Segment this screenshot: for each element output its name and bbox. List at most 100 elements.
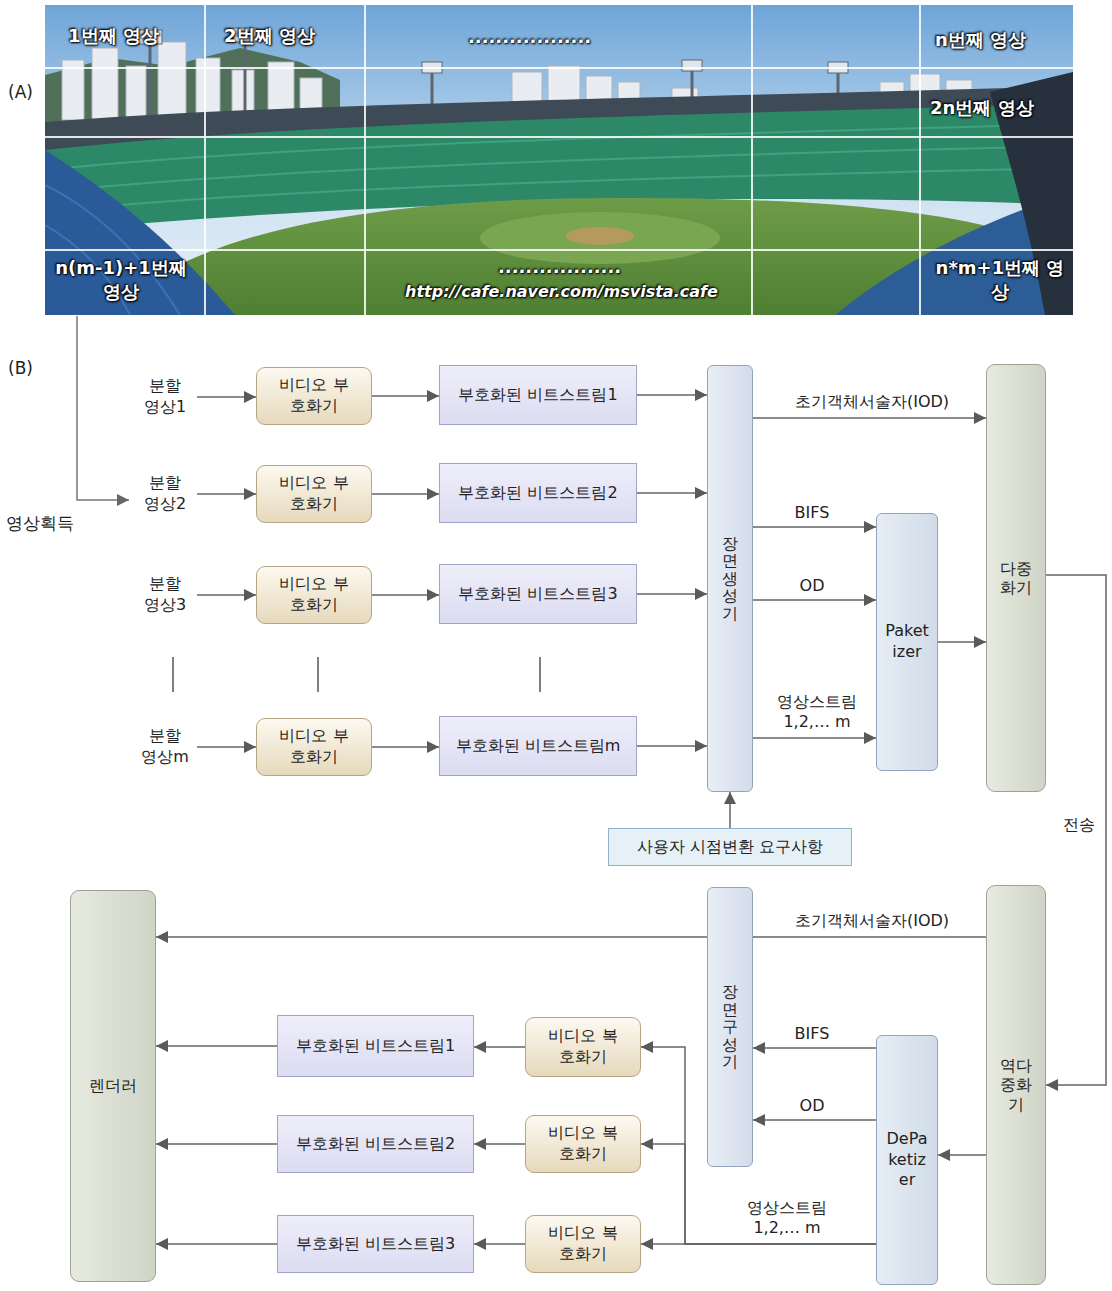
node-text: 비디오 부호화기 — [274, 473, 354, 515]
input-image-label: 분할 영상1 — [133, 372, 197, 422]
connector-arrow — [372, 395, 439, 397]
bitstream-box: 부호화된 비트스트림3 — [277, 1215, 474, 1273]
node-text: 비디오 부호화기 — [274, 574, 354, 616]
connector-arrow — [197, 493, 256, 495]
connector-arrow — [753, 737, 876, 739]
video-encoder: 비디오 부호화기 — [256, 367, 372, 425]
panel-letter: (B) — [8, 358, 33, 378]
connector-arrow — [156, 1243, 277, 1245]
node-text: 부호화된 비트스트림1 — [296, 1036, 455, 1057]
tile-label: 1번째 영상 — [68, 24, 159, 48]
packetizer: Paket izer — [876, 513, 938, 771]
input-image-label: 분할 영상m — [133, 722, 197, 772]
bitstream-box: 부호화된 비트스트림1 — [277, 1015, 474, 1077]
tile-label: n(m-1)+1번째 영상 — [46, 256, 196, 304]
node-text: 비디오 복호화기 — [543, 1026, 623, 1068]
node-text: 사용자 시점변환 요구사항 — [637, 837, 823, 858]
node-text: 장면생성기 — [722, 535, 738, 623]
scene-composer: 장면구성기 — [707, 887, 753, 1167]
video-encoder: 비디오 부호화기 — [256, 566, 372, 624]
node-text: DePa ketiz er — [883, 1129, 931, 1191]
connector-arrow — [474, 1243, 525, 1245]
node-text: 부호화된 비트스트림3 — [296, 1234, 455, 1255]
video-decoder: 비디오 복호화기 — [525, 1017, 641, 1077]
node-text: 분할 영상m — [140, 726, 190, 768]
connector-arrow — [372, 493, 439, 495]
connector-arrow — [641, 1047, 876, 1244]
connector-arrow — [938, 1154, 986, 1156]
edge-label: OD — [780, 576, 844, 596]
bitstream-box: 부호화된 비트스트림2 — [277, 1115, 474, 1173]
acquisition-arrow — [77, 316, 129, 500]
node-text: Paket izer — [883, 621, 931, 663]
connector-arrow — [197, 746, 256, 748]
tile-ellipsis: .................. — [498, 256, 621, 277]
renderer: 렌더러 — [70, 890, 156, 1282]
panel-letter: (A) — [8, 82, 33, 102]
connector-arrow — [156, 1143, 277, 1145]
user-request-box: 사용자 시점변환 요구사항 — [608, 828, 852, 866]
node-text: 비디오 부호화기 — [274, 726, 354, 768]
edge-label: 초기객체서술자(IOD) — [775, 911, 969, 931]
tile-ellipsis: .................. — [468, 26, 591, 47]
tile-label: 2번째 영상 — [224, 24, 315, 48]
bitstream-box: 부호화된 비트스트림3 — [439, 564, 637, 624]
node-text: 분할 영상1 — [140, 376, 190, 418]
node-text: 분할 영상2 — [140, 473, 190, 515]
connector-arrow — [197, 594, 256, 596]
node-text: 부호화된 비트스트림1 — [458, 385, 617, 406]
connector-arrow — [637, 492, 707, 494]
connector-arrow — [372, 746, 439, 748]
edge-label: BIFS — [780, 1024, 844, 1044]
stadium-illustration — [45, 5, 1073, 315]
acquisition-label: 영상획득 — [6, 512, 74, 535]
edge-label: 초기객체서술자(IOD) — [775, 392, 969, 412]
connector-arrow — [753, 1119, 876, 1121]
video-encoder: 비디오 부호화기 — [256, 718, 372, 776]
bitstream-box: 부호화된 비트스트림1 — [439, 365, 637, 425]
connector-arrow — [753, 417, 986, 419]
node-text: 부호화된 비트스트림2 — [458, 483, 617, 504]
connector-arrow — [753, 599, 876, 601]
scene-generator: 장면생성기 — [707, 365, 753, 792]
connector-arrow — [753, 1047, 876, 1049]
input-image-label: 분할 영상3 — [133, 570, 197, 620]
demultiplexer: 역다중화기 — [986, 885, 1046, 1285]
edge-label: 영상스트림 1,2,… m — [730, 1198, 844, 1238]
node-text: 비디오 부호화기 — [274, 375, 354, 417]
node-text: 부호화된 비트스트림3 — [458, 584, 617, 605]
edge-label: 전송 — [1054, 815, 1104, 835]
connector-arrow — [637, 745, 707, 747]
connector-arrow — [197, 396, 256, 398]
video-decoder: 비디오 복호화기 — [525, 1115, 641, 1173]
node-text: 비디오 복호화기 — [543, 1123, 623, 1165]
connector-arrow — [641, 1243, 876, 1245]
connector-arrow — [156, 1045, 277, 1047]
node-text: 부호화된 비트스트림m — [456, 736, 621, 757]
edge-label: BIFS — [780, 503, 844, 523]
connector-arrow — [474, 1143, 525, 1145]
input-image-label: 분할 영상2 — [133, 469, 197, 519]
depacketizer: DePa ketiz er — [876, 1035, 938, 1285]
edge-label: OD — [780, 1096, 844, 1116]
video-encoder: 비디오 부호화기 — [256, 465, 372, 523]
node-text: 부호화된 비트스트림2 — [296, 1134, 455, 1155]
watermark: http://cafe.naver.com/msvista.cafe — [405, 282, 718, 301]
tile-label: n*m+1번째 영상 — [935, 256, 1065, 304]
connector-arrow — [474, 1046, 525, 1048]
connector-arrow — [156, 936, 986, 938]
edge-label: 영상스트림 1,2,… m — [760, 692, 874, 732]
multiplexer: 다중화기 — [986, 364, 1046, 792]
connector-arrow — [938, 641, 986, 643]
node-text: 비디오 복호화기 — [543, 1223, 623, 1265]
node-text: 렌더러 — [89, 1076, 137, 1097]
grid-lines — [45, 5, 1073, 315]
bitstream-box: 부호화된 비트스트림m — [439, 716, 637, 776]
connector-arrow — [372, 594, 439, 596]
tile-label: n번째 영상 — [935, 28, 1026, 52]
connector-arrow — [637, 394, 707, 396]
